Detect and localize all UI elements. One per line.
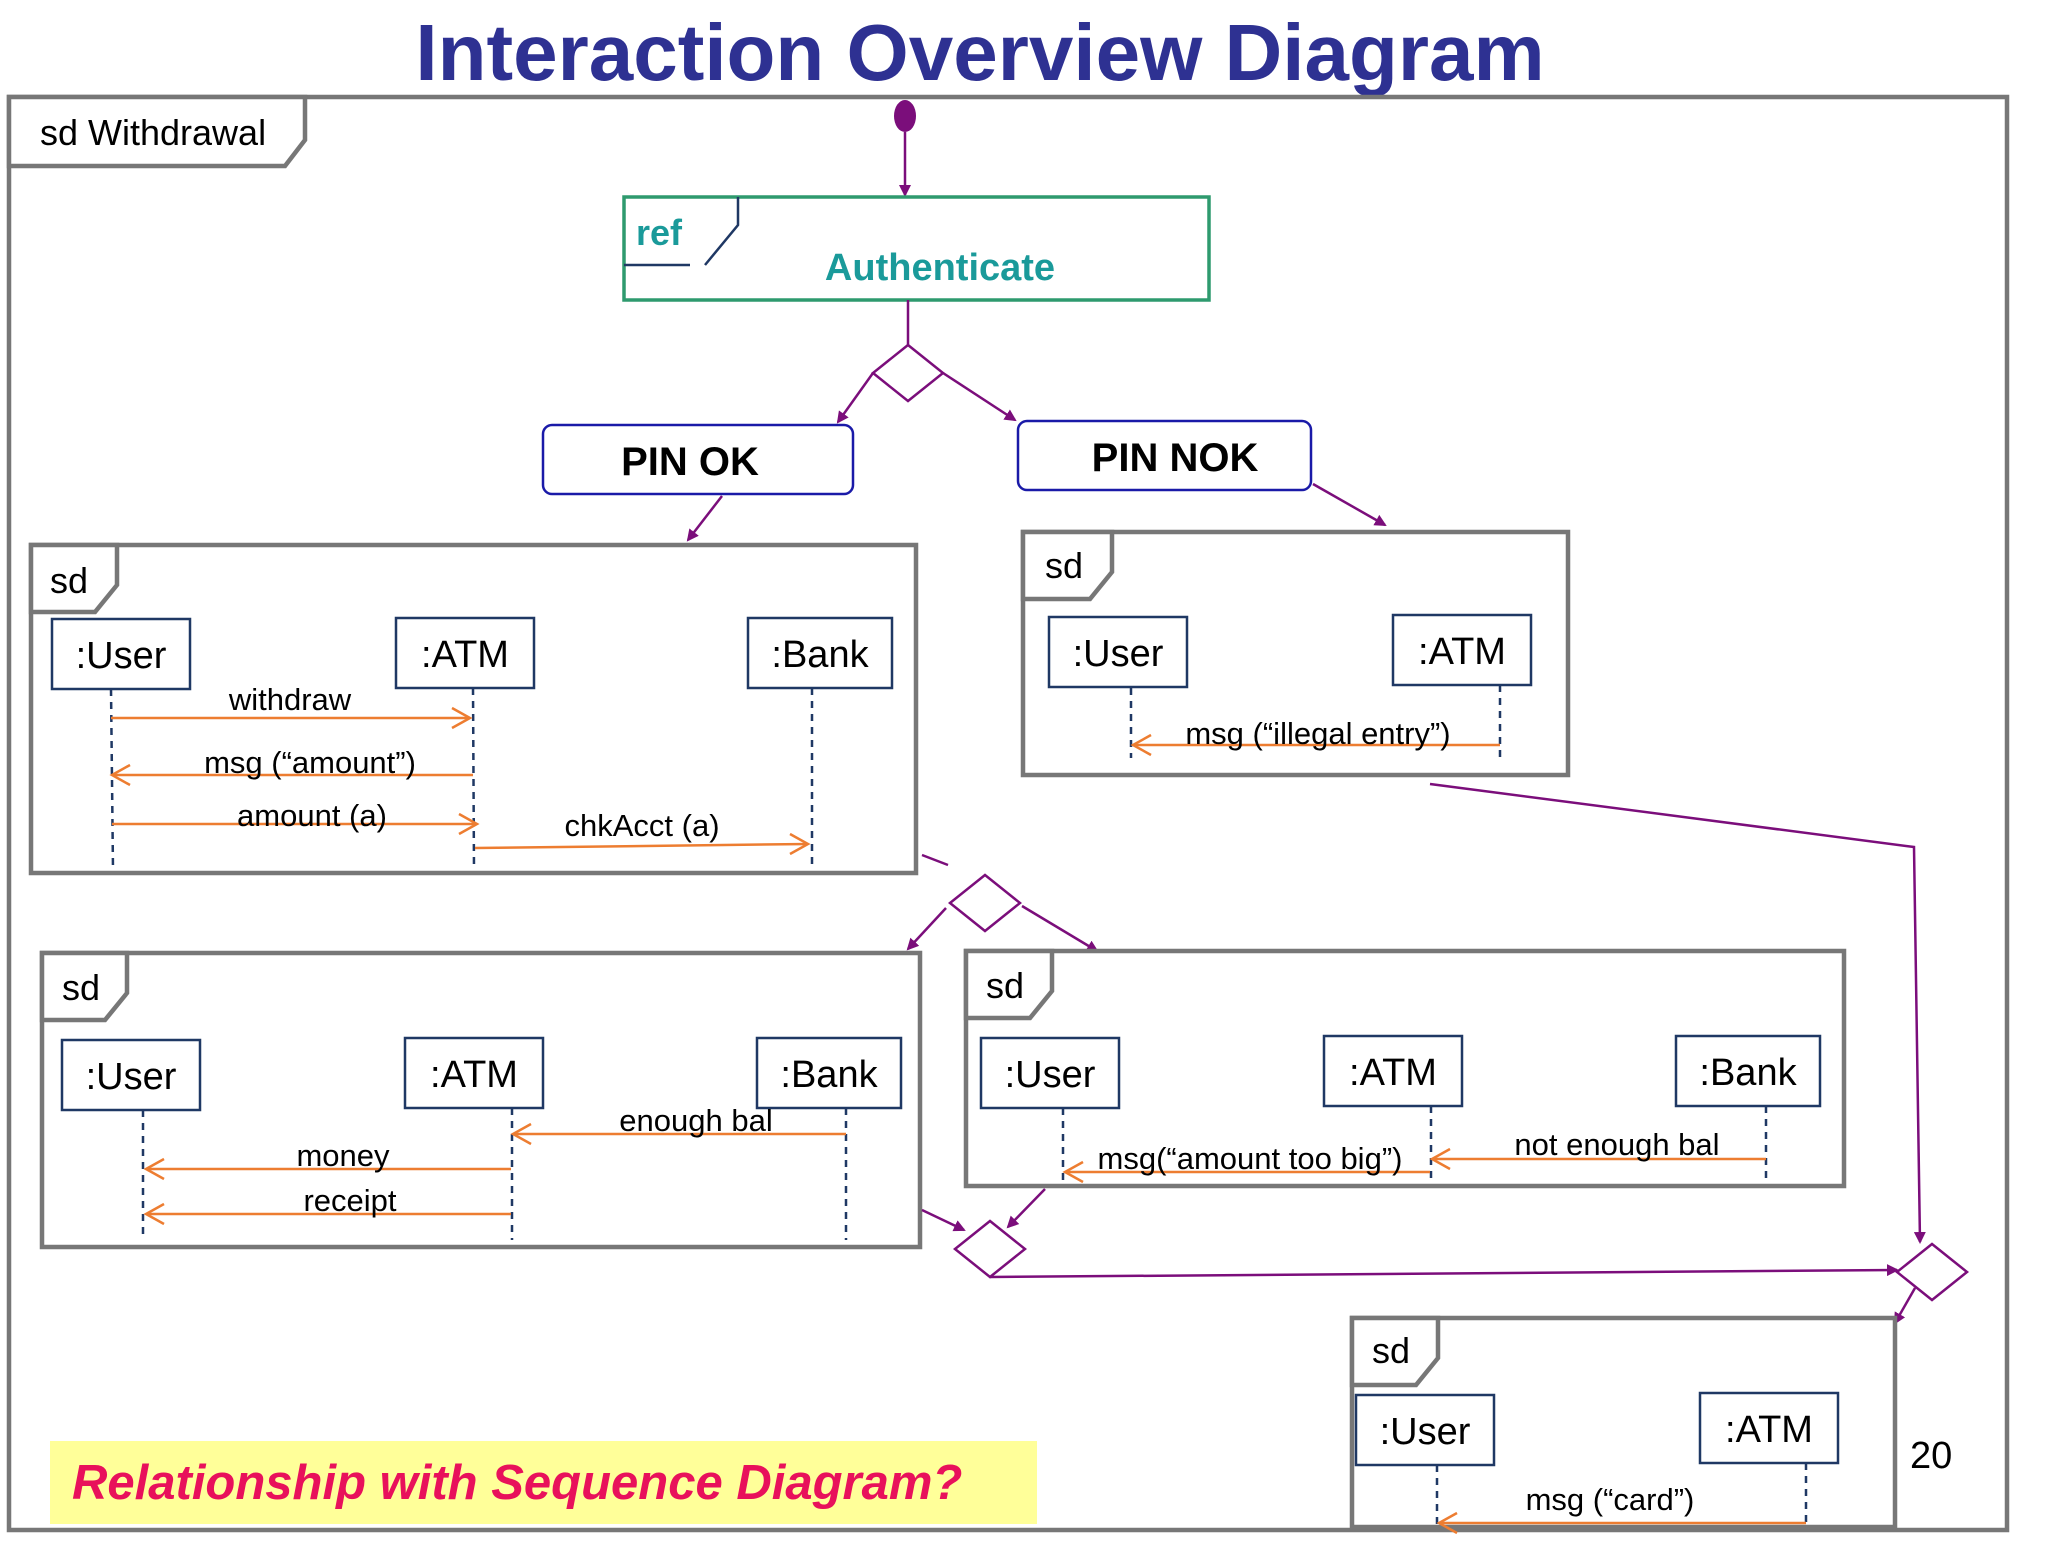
- lifeline-box: [755, 1036, 903, 1110]
- flow-decision2-to-not-enough: [1021, 904, 1099, 953]
- message-label: receipt: [303, 1183, 396, 1218]
- arrowhead: [1436, 1511, 1458, 1535]
- message-label: withdraw: [228, 682, 352, 717]
- flow-decision2-to-enough: [906, 907, 947, 951]
- lifeline-name: :Bank: [780, 1054, 878, 1096]
- outer-frame-label: sd Withdrawal: [40, 112, 266, 153]
- lifeline-box: [979, 1036, 1121, 1110]
- question-text: Relationship with Sequence Diagram?: [72, 1456, 962, 1510]
- arrowhead: [143, 1202, 165, 1226]
- ref-name: Authenticate: [825, 247, 1055, 289]
- lifeline-box: [1391, 613, 1533, 687]
- flow-merge1-to-merge2: [989, 1264, 1899, 1279]
- flow-not-enough-to-merge-1: [1006, 1188, 1046, 1229]
- lifeline-name: :User: [1073, 633, 1164, 675]
- lifeline-name: :ATM: [1725, 1409, 1813, 1451]
- message-label: chkAcct (a): [564, 808, 719, 843]
- lifeline-name: :Bank: [1699, 1052, 1797, 1094]
- message-label: not enough bal: [1514, 1127, 1719, 1162]
- lifeline-name: :User: [86, 1056, 177, 1098]
- arrowhead: [1062, 1160, 1084, 1184]
- sd-label: sd: [62, 967, 100, 1008]
- flow-decision1-to-pin-ok: [836, 372, 875, 424]
- lifeline-box: [1698, 1391, 1840, 1465]
- outer-frame-tab: [6, 94, 308, 169]
- lifeline-name: :ATM: [1349, 1052, 1437, 1094]
- question-banner: [50, 1441, 1037, 1524]
- arrowhead: [451, 706, 473, 730]
- lifeline-box: [1322, 1034, 1464, 1108]
- guard-pin-nok-label: PIN NOK: [1092, 436, 1259, 480]
- message-label: msg (“amount”): [204, 745, 416, 780]
- message-label: msg(“amount too big”): [1098, 1141, 1403, 1176]
- lifeline-name: :ATM: [1418, 631, 1506, 673]
- arrowhead: [1130, 733, 1152, 757]
- flow-decision1-to-pin-nok: [942, 371, 1017, 422]
- lifeline-name: :User: [1380, 1411, 1471, 1453]
- message-label: msg (“card”): [1526, 1482, 1695, 1517]
- message-label: enough bal: [619, 1103, 772, 1138]
- lifeline-box: [60, 1038, 202, 1112]
- guard-pin-nok: [1016, 419, 1313, 492]
- sd-frame-enough-balance: sd :User :ATM :Bank enough bal money rec…: [39, 950, 923, 1250]
- decision-node-1: [870, 343, 946, 403]
- arrowhead: [510, 1122, 532, 1146]
- flow-pin-nok-to-nok-sd: [1312, 482, 1387, 527]
- sd-frame-not-enough-balance: sd :User :ATM :Bank not enough bal msg(“…: [963, 948, 1847, 1189]
- flow-pin-ok-to-ok-sd: [686, 495, 723, 542]
- sd-frame-card: sd :User :ATM msg (“card”): [1349, 1315, 1898, 1535]
- page-title: Interaction Overview Diagram: [415, 8, 1544, 97]
- message-label: money: [296, 1138, 390, 1173]
- message-label: msg (“illegal entry”): [1185, 716, 1450, 751]
- lifeline-box: [1047, 615, 1189, 689]
- arrowhead: [143, 1157, 165, 1181]
- lifeline-name: :Bank: [771, 634, 869, 676]
- arrowhead: [109, 763, 131, 787]
- sd-frame-pin-ok: sd :User :ATM :Bank withdraw msg (“amoun…: [28, 542, 919, 876]
- merge-node-1: [952, 1219, 1028, 1279]
- merge-node-2: [1894, 1242, 1970, 1302]
- outer-frame: [6, 94, 2010, 1533]
- decision-node-2: [947, 873, 1023, 933]
- message-label: amount (a): [237, 798, 387, 833]
- lifeline-box: [50, 617, 192, 691]
- ref-tab: [624, 197, 740, 267]
- lifeline: [109, 688, 115, 871]
- lifeline-box: [746, 616, 894, 690]
- sd-label: sd: [1045, 545, 1083, 586]
- sd-label: sd: [986, 965, 1024, 1006]
- lifeline: [471, 687, 476, 871]
- sd-label: sd: [1372, 1330, 1410, 1371]
- ref-authenticate-box: [622, 195, 1211, 302]
- arrowhead: [1429, 1147, 1451, 1171]
- lifeline-box: [403, 1036, 545, 1110]
- initial-node: [894, 100, 916, 132]
- lifeline-name: :ATM: [430, 1054, 518, 1096]
- lifeline-name: :ATM: [421, 634, 509, 676]
- flow-nok-to-merge-2: [1429, 782, 1926, 1244]
- guard-pin-ok: [541, 423, 855, 496]
- message-arrow: [474, 842, 809, 850]
- arrowhead: [789, 832, 811, 856]
- lifeline-box: [1354, 1393, 1496, 1467]
- lifeline-box: [1674, 1034, 1822, 1108]
- guard-pin-ok-label: PIN OK: [621, 440, 759, 484]
- ref-keyword: ref: [636, 212, 683, 253]
- flow-merge2-to-card: [1893, 1287, 1917, 1325]
- lifeline-box: [394, 616, 536, 690]
- page-number: 20: [1910, 1435, 1952, 1477]
- lifeline-name: :User: [76, 635, 167, 677]
- flow-enough-to-merge-1: [921, 1208, 966, 1232]
- flow-ok-sd-to-decision-2: [921, 853, 949, 867]
- lifeline-name: :User: [1005, 1054, 1096, 1096]
- sd-frame-pin-nok: sd :User :ATM msg (“illegal entry”): [1020, 529, 1571, 778]
- arrowhead: [458, 812, 480, 836]
- sd-label: sd: [50, 560, 88, 601]
